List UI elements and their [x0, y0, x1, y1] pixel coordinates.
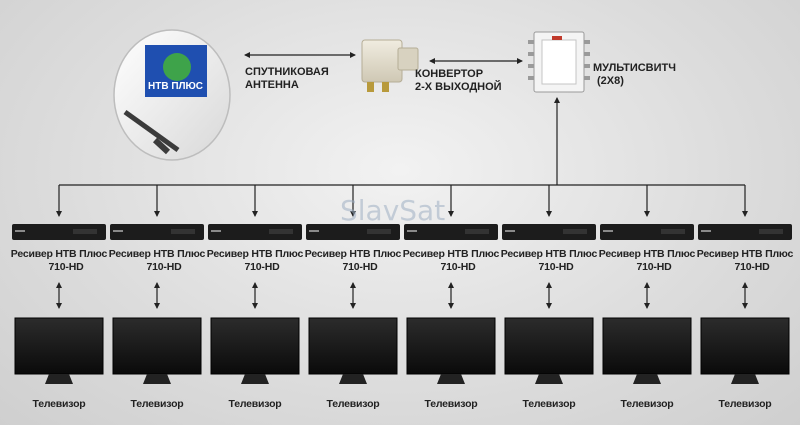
receiver-icon — [306, 224, 400, 240]
converter-label-line1: КОНВЕРТОР — [415, 68, 484, 80]
receiver-display — [367, 229, 391, 234]
multiswitch-icon — [528, 31, 590, 93]
receiver-display — [73, 229, 97, 234]
tv-stand — [633, 374, 661, 384]
receiver-icon — [110, 224, 204, 240]
multiswitch-label-line2: (2Х8) — [597, 75, 624, 87]
satellite-dish-icon — [113, 29, 231, 161]
dish-logo-text: НТВ ПЛЮС — [148, 81, 203, 92]
tv-icon — [406, 317, 496, 375]
receiver-logo-mark — [309, 230, 319, 232]
receiver-icon — [12, 224, 106, 240]
receiver-label-line2: 710-HD — [48, 261, 84, 273]
receiver-display — [269, 229, 293, 234]
converter-label: КОНВЕРТОР 2-Х ВЫХОДНОЙ — [415, 68, 502, 94]
receiver-label-line1: Ресивер НТВ Плюс — [500, 248, 598, 260]
receiver-label-line2: 710-HD — [734, 261, 770, 273]
tv-icon — [504, 317, 594, 375]
receiver-label-line2: 710-HD — [440, 261, 476, 273]
tv-icon — [14, 317, 104, 375]
antenna-label-line1: СПУТНИКОВАЯ — [245, 66, 329, 78]
converter-icon — [361, 39, 419, 92]
receiver-logo-mark — [211, 230, 221, 232]
tv-label: Телевизор — [32, 398, 86, 410]
tv-icon — [700, 317, 790, 375]
tv-label: Телевизор — [228, 398, 282, 410]
tv-label: Телевизор — [326, 398, 380, 410]
receiver-icon — [698, 224, 792, 240]
receiver-display — [661, 229, 685, 234]
receiver-display — [759, 229, 783, 234]
receiver-logo-mark — [505, 230, 515, 232]
tv-label: Телевизор — [620, 398, 674, 410]
receiver-icon — [208, 224, 302, 240]
antenna-label-line2: АНТЕННА — [245, 79, 299, 91]
tv-stand — [535, 374, 563, 384]
tv-icon — [210, 317, 300, 375]
receiver-logo-mark — [701, 230, 711, 232]
tv-stand — [731, 374, 759, 384]
multiswitch-label-line1: МУЛЬТИСВИТЧ — [593, 62, 676, 74]
converter-label-line2: 2-Х ВЫХОДНОЙ — [415, 81, 502, 93]
receiver-logo-mark — [15, 230, 25, 232]
receiver-display — [465, 229, 489, 234]
receiver-logo-mark — [407, 230, 417, 232]
receiver-logo-mark — [603, 230, 613, 232]
receiver-label-line1: Ресивер НТВ Плюс — [206, 248, 304, 260]
receiver-display — [171, 229, 195, 234]
tv-stand — [241, 374, 269, 384]
receiver-label-line1: Ресивер НТВ Плюс — [598, 248, 696, 260]
antenna-label: СПУТНИКОВАЯ АНТЕННА — [245, 66, 329, 92]
tv-label: Телевизор — [130, 398, 184, 410]
receiver-logo-mark — [113, 230, 123, 232]
receiver-label-line2: 710-HD — [146, 261, 182, 273]
tv-icon — [308, 317, 398, 375]
receiver-label-line2: 710-HD — [636, 261, 672, 273]
receiver-display — [563, 229, 587, 234]
receiver-label-line2: 710-HD — [244, 261, 280, 273]
watermark-text: SlavSat — [340, 194, 446, 227]
receiver-label-line1: Ресивер НТВ Плюс — [108, 248, 206, 260]
tv-stand — [45, 374, 73, 384]
tv-icon — [112, 317, 202, 375]
multiswitch-label: МУЛЬТИСВИТЧ (2Х8) — [593, 62, 676, 88]
tv-label: Телевизор — [718, 398, 772, 410]
receiver-label-line1: Ресивер НТВ Плюс — [10, 248, 108, 260]
receiver-label-line2: 710-HD — [342, 261, 378, 273]
receiver-label-line1: Ресивер НТВ Плюс — [304, 248, 402, 260]
tv-stand — [143, 374, 171, 384]
receiver-icon — [404, 224, 498, 240]
tv-label: Телевизор — [424, 398, 478, 410]
tv-stand — [339, 374, 367, 384]
receiver-icon — [600, 224, 694, 240]
receiver-icon — [502, 224, 596, 240]
receiver-label-line1: Ресивер НТВ Плюс — [402, 248, 500, 260]
tv-label: Телевизор — [522, 398, 576, 410]
receiver-label-line2: 710-HD — [538, 261, 574, 273]
receiver-label-line1: Ресивер НТВ Плюс — [696, 248, 794, 260]
tv-icon — [602, 317, 692, 375]
tv-stand — [437, 374, 465, 384]
